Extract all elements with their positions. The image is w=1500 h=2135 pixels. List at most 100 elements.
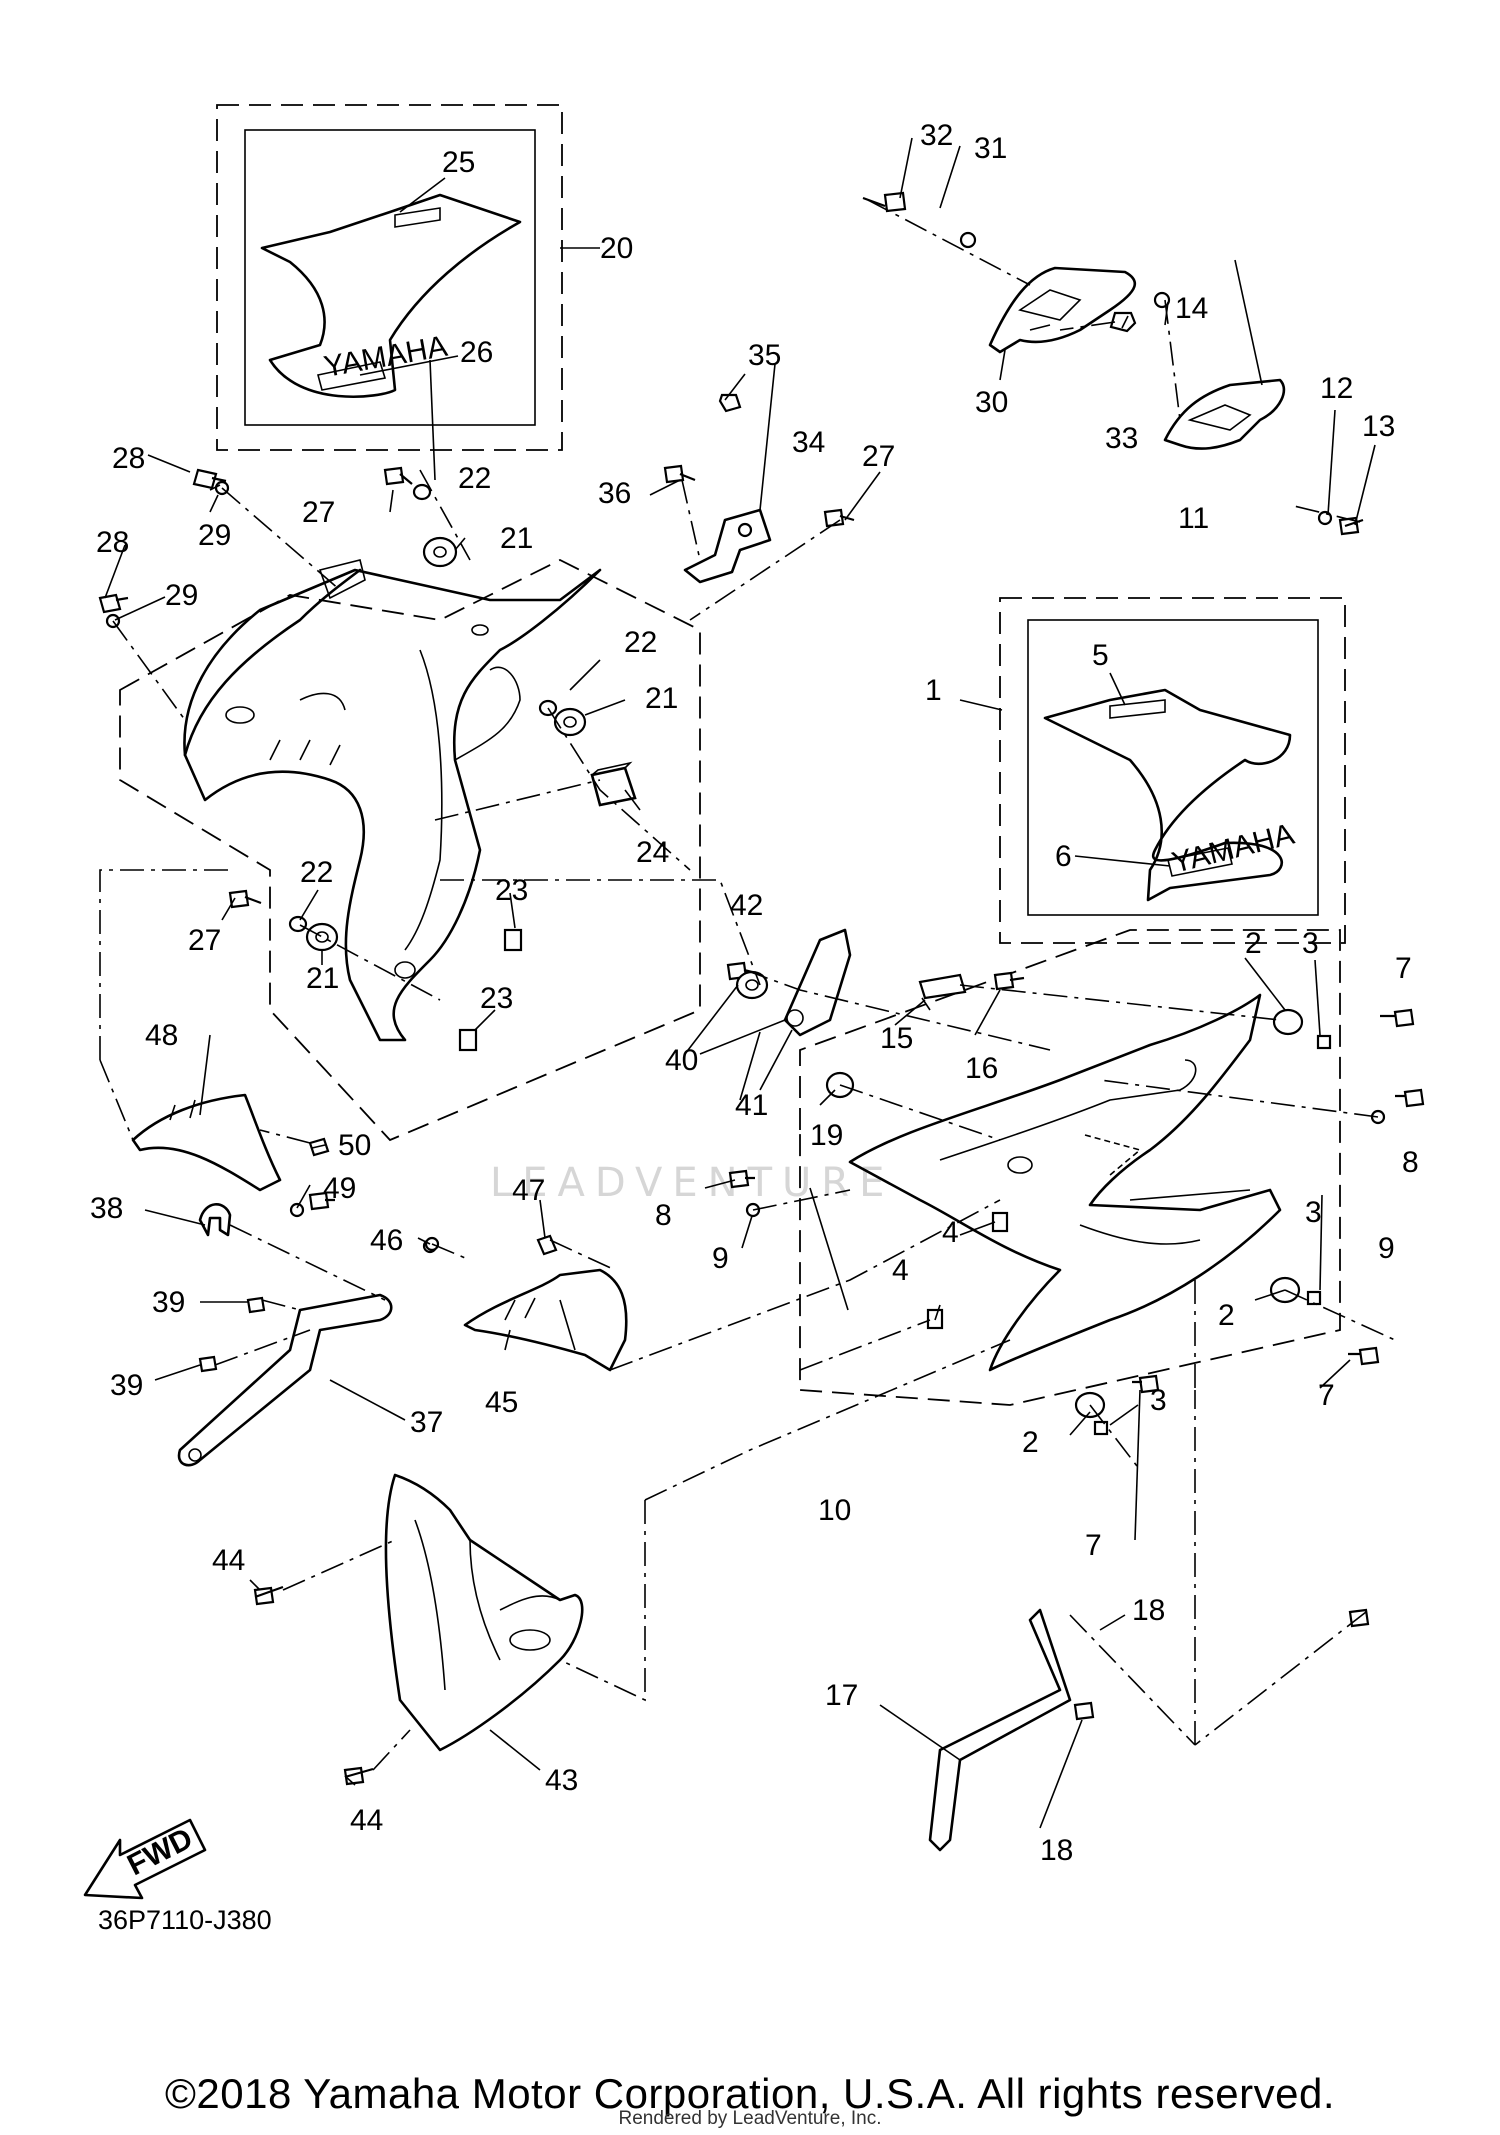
- screws: [98, 191, 1425, 1786]
- callout-7c: 7: [1085, 1529, 1102, 1562]
- callout-6: 6: [1055, 840, 1072, 873]
- group-box-left-cowl: [119, 558, 701, 1142]
- callout-32: 32: [920, 119, 953, 152]
- callout-33: 33: [1105, 422, 1138, 455]
- callout-9a: 9: [712, 1242, 729, 1275]
- clip-4-set: [926, 1211, 1009, 1330]
- callout-39b: 39: [110, 1369, 143, 1402]
- rendered-by-watermark: Rendered by LeadVenture, Inc.: [618, 2108, 882, 2129]
- group-box-20: [216, 104, 563, 451]
- callout-16: 16: [965, 1052, 998, 1085]
- callout-42: 42: [730, 889, 763, 922]
- callout-10: 10: [818, 1494, 851, 1527]
- air-duct-30: [988, 266, 1137, 354]
- callout-3b: 3: [1305, 1196, 1322, 1229]
- copyright-notice: ©2018 Yamaha Motor Corporation, U.S.A. A…: [164, 2070, 1336, 2117]
- callout-1: 1: [925, 674, 942, 707]
- callout-8a: 8: [1402, 1146, 1419, 1179]
- callout-20: 20: [600, 232, 633, 265]
- block-24: [590, 761, 637, 807]
- callout-17: 17: [825, 1679, 858, 1712]
- callout-34: 34: [792, 426, 825, 459]
- bracket-34: [683, 508, 772, 584]
- callout-21a: 21: [500, 522, 533, 555]
- lower-cowling-right: [848, 993, 1282, 1372]
- callout-28a: 28: [112, 442, 145, 475]
- callout-36: 36: [598, 477, 631, 510]
- callout-4b: 4: [892, 1254, 909, 1287]
- callout-4a: 4: [942, 1216, 959, 1249]
- callout-39a: 39: [152, 1286, 185, 1319]
- nut-33: [1109, 311, 1137, 333]
- rivet-47: [536, 1234, 558, 1256]
- callout-48: 48: [145, 1019, 178, 1052]
- callout-24: 24: [636, 836, 669, 869]
- callout-22c: 22: [300, 856, 333, 889]
- callout-35: 35: [748, 339, 781, 372]
- callout-47: 47: [512, 1174, 545, 1207]
- callout-labels: 32 31 25 20 26 30 33 14 12 13 11 35 34 2…: [90, 119, 1419, 1867]
- diagram-code: 36P7110-J380: [98, 1905, 272, 1935]
- callout-43: 43: [545, 1764, 578, 1797]
- callout-18b: 18: [1040, 1834, 1073, 1867]
- clip-23-set: [458, 928, 523, 1052]
- callout-27c: 27: [188, 924, 221, 957]
- callout-25: 25: [442, 146, 475, 179]
- stay-17: [928, 1608, 1072, 1852]
- callout-12: 12: [1320, 372, 1353, 405]
- grommet-21-top: [422, 536, 458, 568]
- callout-2b: 2: [1218, 1299, 1235, 1332]
- group-box-1: [999, 597, 1346, 944]
- inner-panel-45: [463, 1268, 628, 1372]
- callout-28b: 28: [96, 526, 129, 559]
- callout-19: 19: [810, 1119, 843, 1152]
- callout-50: 50: [338, 1129, 371, 1162]
- bracket-41: [783, 928, 852, 1037]
- callout-26: 26: [460, 336, 493, 369]
- callout-22a: 22: [458, 462, 491, 495]
- callout-15: 15: [880, 1022, 913, 1055]
- callout-13: 13: [1362, 410, 1395, 443]
- decal-panel-left: [260, 193, 522, 399]
- callout-2a: 2: [1245, 927, 1262, 960]
- grommet-49: [289, 1202, 305, 1218]
- screw-39-top: [246, 1296, 266, 1314]
- callout-5: 5: [1092, 639, 1109, 672]
- callout-21b: 21: [645, 682, 678, 715]
- fwd-arrow-icon: FWD: [83, 1818, 207, 1900]
- callout-37: 37: [410, 1406, 443, 1439]
- air-duct-11: [1163, 378, 1286, 450]
- callout-45: 45: [485, 1386, 518, 1419]
- grommet-21-low: [305, 922, 339, 952]
- callout-leaders: [104, 137, 1376, 1829]
- connection-lines: [99, 199, 1396, 1771]
- callout-23b: 23: [480, 982, 513, 1015]
- callout-44a: 44: [212, 1544, 245, 1577]
- callout-22b: 22: [624, 626, 657, 659]
- callout-18a: 18: [1132, 1594, 1165, 1627]
- callout-9b: 9: [1378, 1232, 1395, 1265]
- collar-3-set: [1093, 1034, 1332, 1436]
- callout-21c: 21: [306, 962, 339, 995]
- clip-38: [198, 1203, 232, 1237]
- callout-29b: 29: [165, 579, 198, 612]
- callout-27b: 27: [302, 496, 335, 529]
- callout-2c: 2: [1022, 1426, 1039, 1459]
- clip-15: [918, 973, 967, 1011]
- callout-29a: 29: [198, 519, 231, 552]
- decal-panel-right: [1043, 688, 1292, 902]
- callout-3a: 3: [1302, 927, 1319, 960]
- group-box-right-cowl: [799, 929, 1341, 1406]
- callout-8b: 8: [655, 1199, 672, 1232]
- leadventure-watermark-logo: LEADVENTURE: [490, 1160, 895, 1206]
- callout-3c: 3: [1150, 1384, 1167, 1417]
- callout-7b: 7: [1318, 1379, 1335, 1412]
- bracket-37: [177, 1293, 393, 1467]
- callout-41: 41: [735, 1089, 768, 1122]
- callout-38: 38: [90, 1192, 123, 1225]
- upper-cowling: [183, 559, 602, 1042]
- callout-11: 11: [1178, 502, 1209, 535]
- under-cowling-43: [384, 1473, 584, 1752]
- callout-46: 46: [370, 1224, 403, 1257]
